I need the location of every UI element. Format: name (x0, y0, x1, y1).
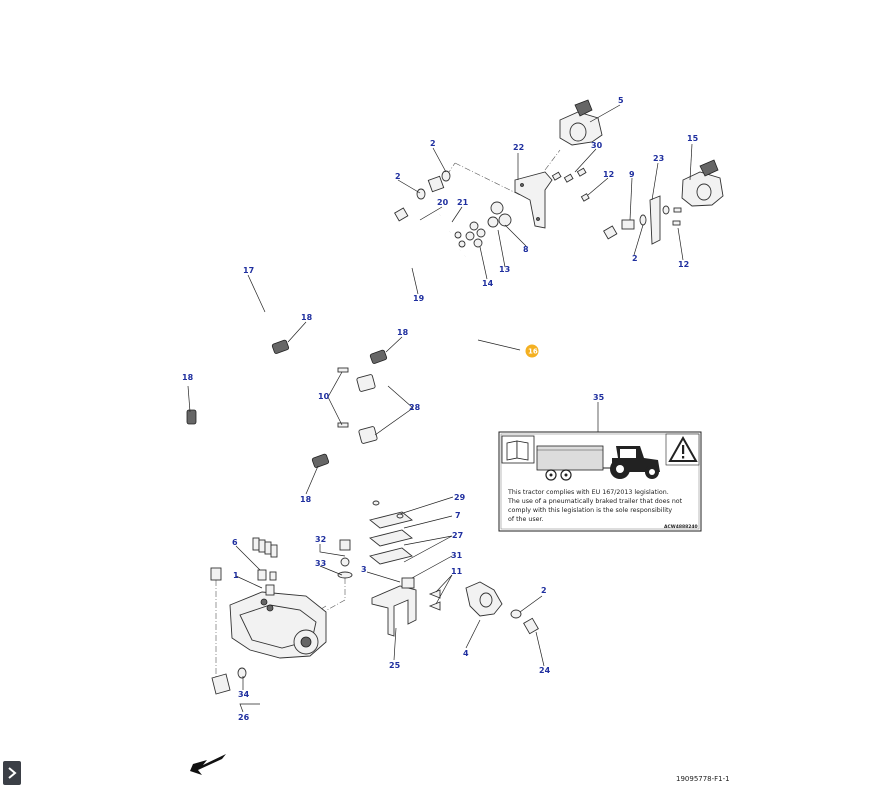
callout[interactable]: 22 (513, 143, 524, 152)
label-line-2: The use of a pneumatically braked traile… (507, 498, 683, 505)
callout[interactable]: 2 (541, 586, 547, 595)
pipes (178, 214, 611, 571)
callout[interactable]: 14 (482, 279, 494, 288)
callout[interactable]: 15 (687, 134, 699, 143)
callout[interactable]: 7 (455, 511, 461, 520)
callout[interactable]: 10 (318, 392, 330, 401)
callout[interactable]: 18 (182, 373, 194, 382)
callout[interactable]: 12 (603, 170, 614, 179)
leader-lines (187, 104, 693, 713)
callout[interactable]: 9 (629, 170, 635, 179)
callout[interactable]: 6 (232, 538, 238, 547)
callout[interactable]: 21 (457, 198, 469, 207)
callout[interactable]: 2 (632, 254, 638, 263)
chevron-right-icon (8, 767, 17, 779)
callout[interactable]: 2 (430, 139, 436, 148)
warning-icon (665, 433, 700, 466)
callout[interactable]: 27 (452, 531, 463, 540)
callout[interactable]: 18 (300, 495, 312, 504)
label-code: ACW4888240 (664, 524, 698, 530)
callout[interactable]: 18 (397, 328, 409, 337)
label-line-3: comply with this legislation is the sole… (508, 507, 672, 514)
callouts: 5 2 30 22 15 2 12 9 23 20 21 8 2 12 17 1… (182, 96, 699, 722)
label-line-4: of the user. (508, 516, 544, 523)
callout[interactable]: 1 (233, 571, 239, 580)
safety-label-text: This tractor complies with EU 167/2013 l… (507, 489, 698, 530)
callout[interactable]: 26 (238, 713, 250, 722)
callout[interactable]: 2 (395, 172, 401, 181)
callout-highlighted[interactable]: 16 (528, 348, 538, 356)
highlight-badge (525, 344, 539, 358)
callout[interactable]: 35 (593, 393, 605, 402)
callout[interactable]: 24 (539, 666, 551, 675)
callout[interactable]: 19 (413, 294, 425, 303)
callout[interactable]: 17 (243, 266, 254, 275)
callout[interactable]: 23 (653, 154, 664, 163)
callout[interactable]: 13 (499, 265, 510, 274)
callout[interactable]: 31 (451, 551, 463, 560)
safety-label: This tractor complies with EU 167/2013 l… (498, 431, 702, 532)
callout[interactable]: 4 (463, 649, 469, 658)
callout[interactable]: 20 (437, 198, 449, 207)
callout[interactable]: 11 (451, 567, 463, 576)
callout[interactable]: 29 (454, 493, 466, 502)
trailer-tractor-illustration (536, 445, 660, 481)
callout[interactable]: 18 (301, 313, 313, 322)
callout[interactable]: 33 (315, 559, 326, 568)
direction-arrow-icon (190, 754, 226, 775)
callout[interactable]: 32 (315, 535, 326, 544)
manual-book-icon (501, 435, 535, 464)
expand-panel-button[interactable] (3, 761, 21, 785)
label-line-1: This tractor complies with EU 167/2013 l… (507, 489, 669, 496)
figure-reference-code: 19095778-F1-1 (676, 775, 730, 783)
callout[interactable]: 30 (591, 141, 603, 150)
parts (186, 99, 724, 695)
callout[interactable]: 25 (389, 661, 401, 670)
callout[interactable]: 12 (678, 260, 689, 269)
callout[interactable]: 34 (238, 690, 250, 699)
callout[interactable]: 3 (361, 565, 367, 574)
callout[interactable]: 5 (618, 96, 624, 105)
callout[interactable]: 8 (523, 245, 529, 254)
callout[interactable]: 28 (409, 403, 421, 412)
